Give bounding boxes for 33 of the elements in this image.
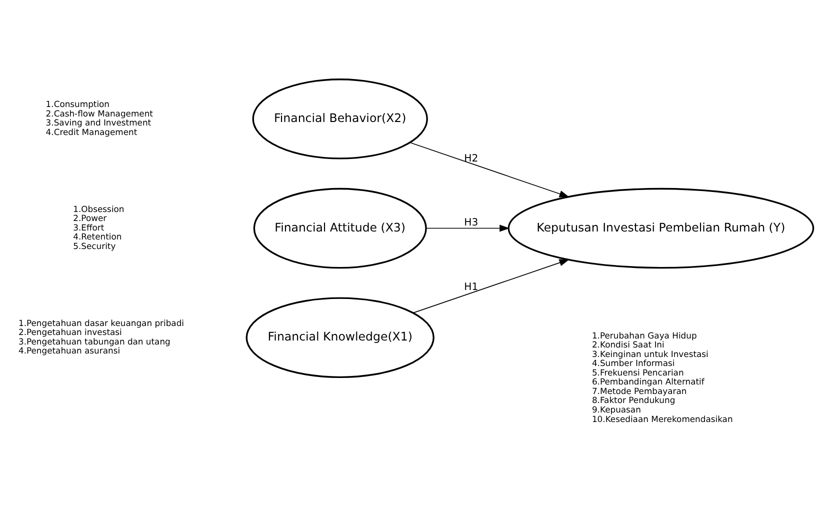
node-ellipse: Financial Knowledge(X1) <box>246 296 434 378</box>
node-label: 2.Kondisi Saat Ini <box>592 339 664 350</box>
arrow <box>412 258 570 313</box>
node-label: 10.Kesediaan Merekomendasikan <box>592 413 733 424</box>
node-label: 1.Pengetahuan dasar keuangan pribadi <box>18 317 184 328</box>
node-label: 1.Consumption <box>46 98 110 109</box>
node-label: 1.Perubahan Gaya Hidup <box>592 330 697 340</box>
node-label: 8.Faktor Pendukung <box>592 394 676 405</box>
node-ellipse: Keputusan Investasi Pembelian Rumah (Y) <box>508 187 814 268</box>
edge-label: H1 <box>464 282 478 293</box>
node-label: 2.Pengetahuan investasi <box>18 326 122 337</box>
node-label: 7.Metode Pembayaran <box>592 385 687 396</box>
node-ellipse: Financial Behavior(X2) <box>252 78 428 159</box>
node-label: 4.Pengetahuan asuransi <box>18 345 120 356</box>
node-label: 5.Security <box>73 240 116 250</box>
node-label: 3.Saving and Investment <box>46 117 152 128</box>
edge-label: H2 <box>464 152 478 164</box>
node-label: 1.Obsession <box>73 203 124 214</box>
arrow <box>426 224 510 232</box>
node-label: 2.Cash-flow Management <box>46 108 153 118</box>
node-label: 4.Retention <box>73 231 122 242</box>
node-label: 9.Kepuasan <box>592 404 641 414</box>
node-label: 4.Credit Management <box>46 126 138 136</box>
node-label: 6.Pembandingan Alternatif <box>592 376 704 386</box>
node-label: 2.Power <box>73 212 107 223</box>
node-label: 5.Frekuensi Pencarian <box>592 366 684 377</box>
node-label: 3.Effort <box>73 222 104 232</box>
node-label: 3.Pengetahuan tabungan dan utang <box>18 336 170 346</box>
arrow <box>410 142 570 197</box>
node-label: 4.Sumber Informasi <box>592 358 675 368</box>
node-label: 3.Keinginan untuk Investasi <box>592 348 708 358</box>
edge-label: H3 <box>464 216 478 228</box>
node-ellipse: Financial Attitude (X3) <box>253 187 427 268</box>
